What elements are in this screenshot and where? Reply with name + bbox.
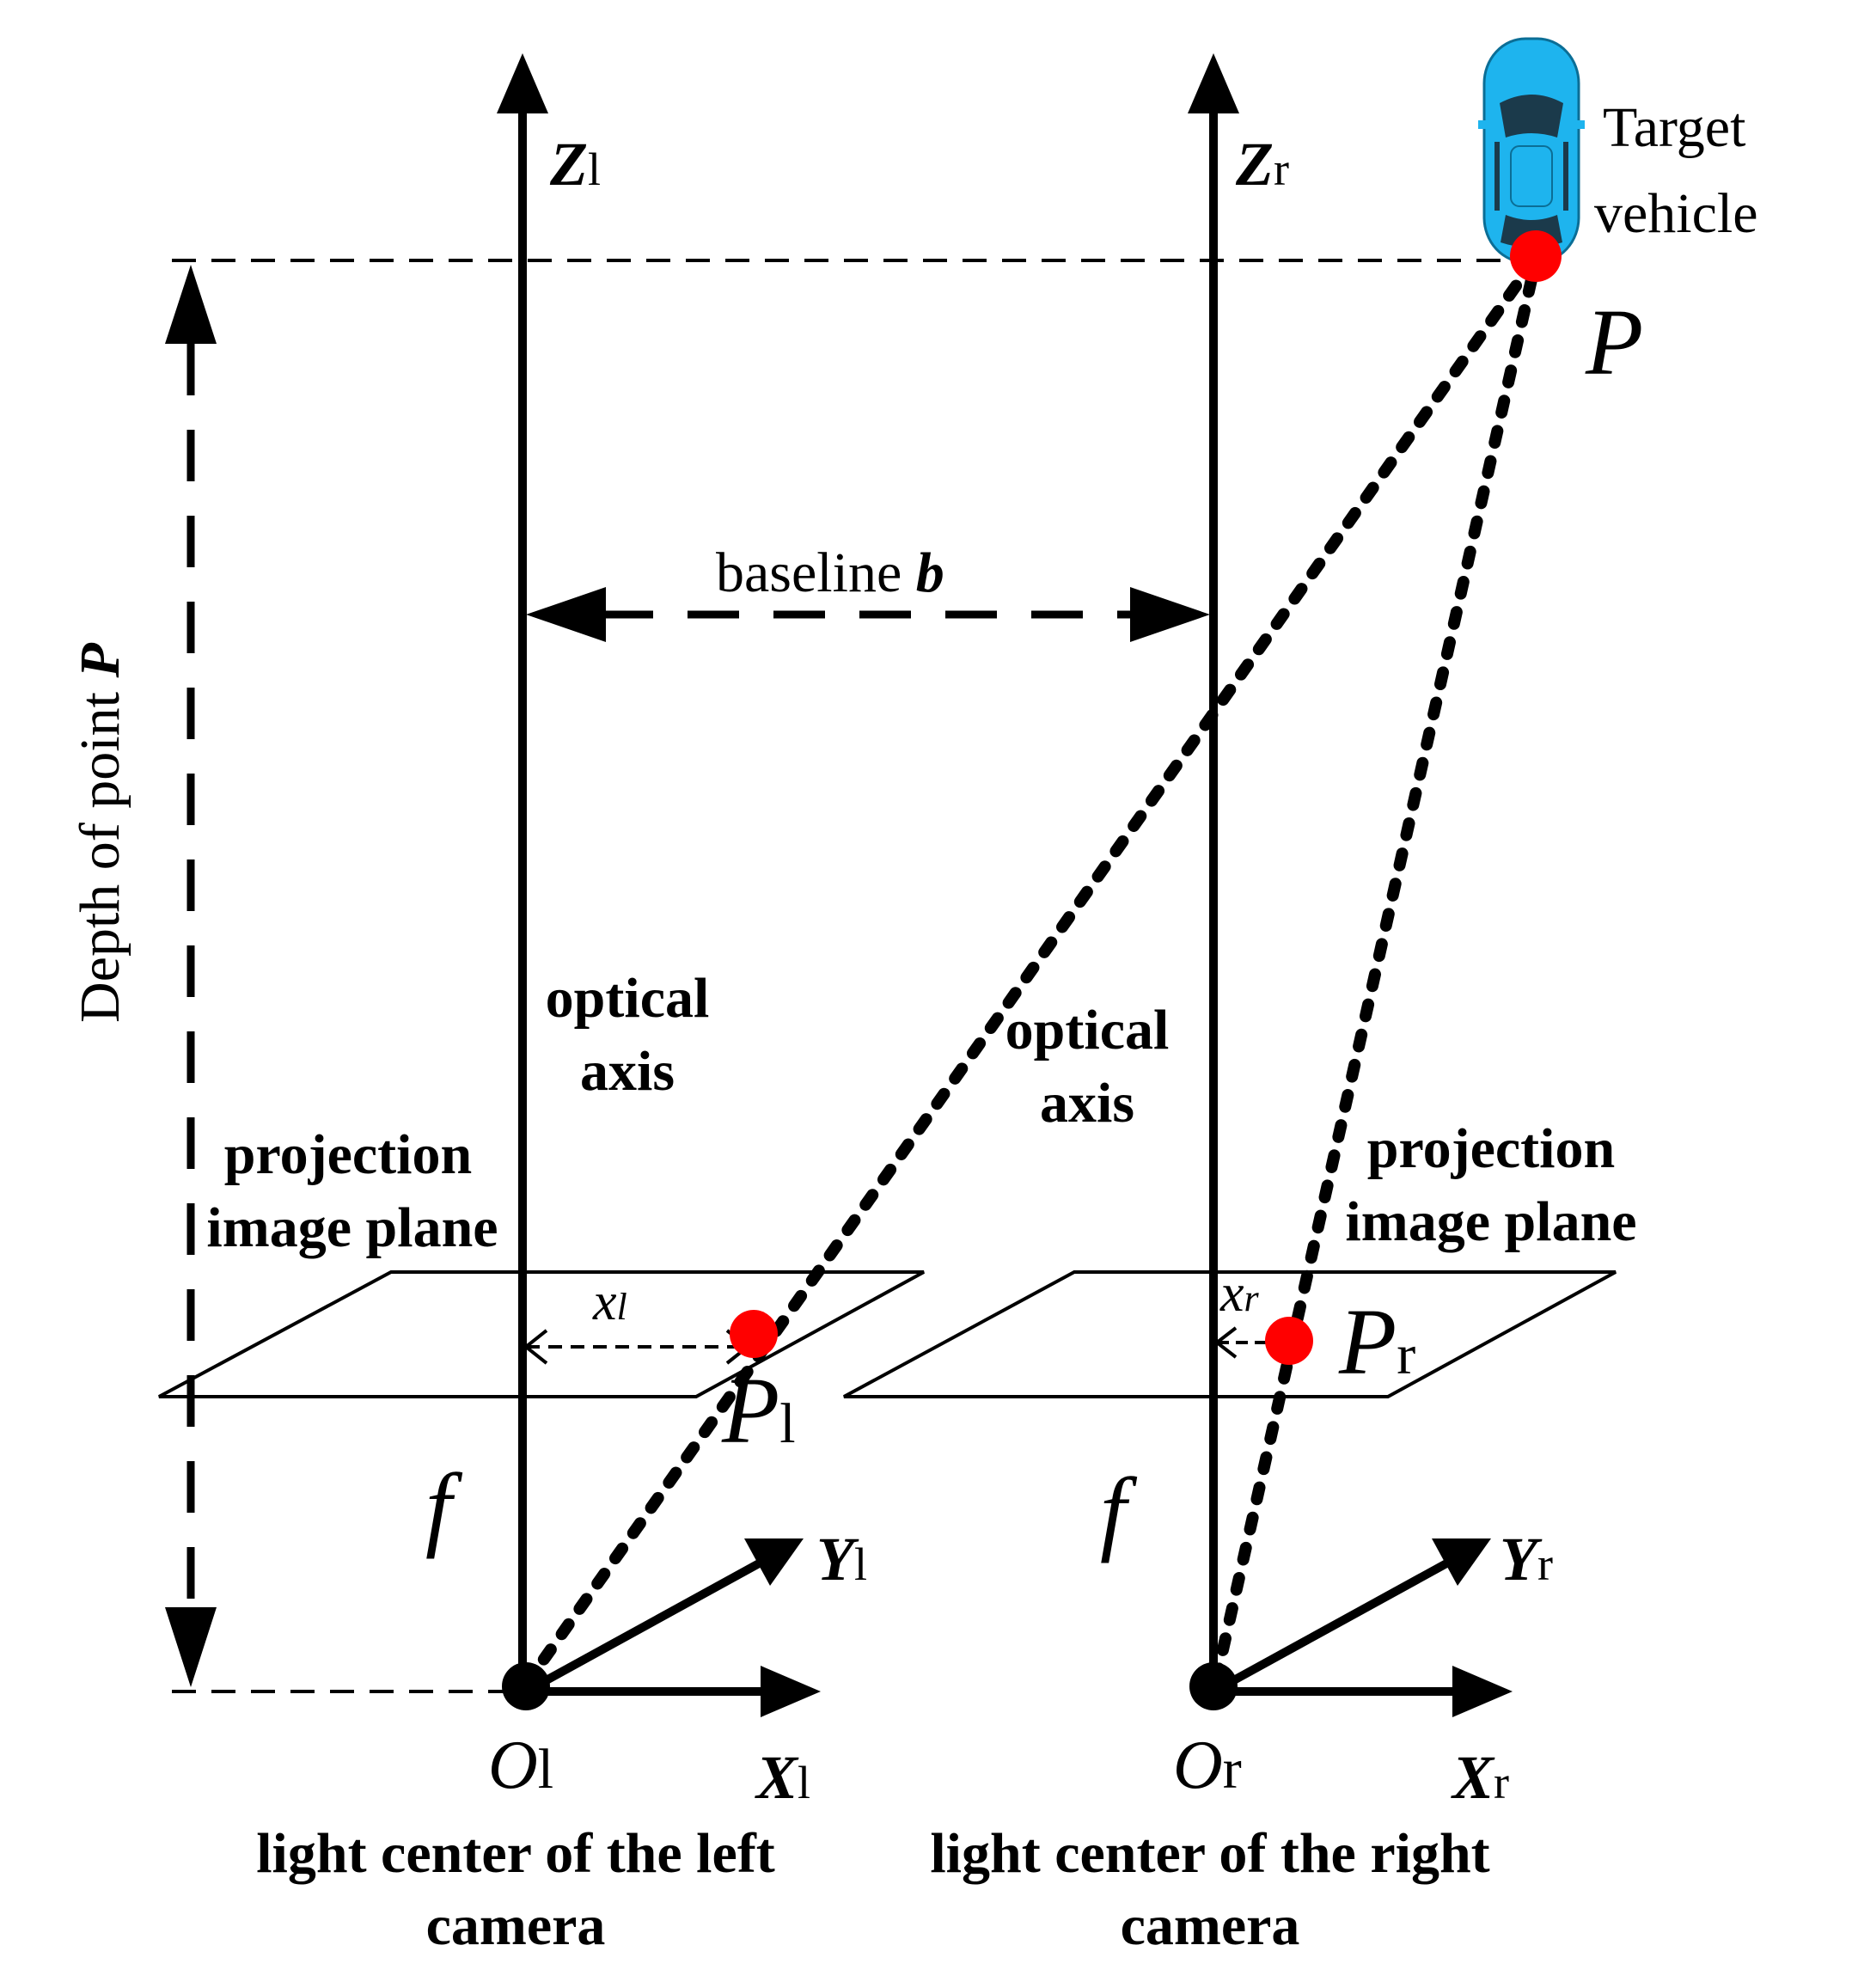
y-left-label: Yl	[816, 1525, 867, 1593]
baseline-label: baseline b	[716, 541, 944, 604]
point-pl-marker	[730, 1310, 778, 1358]
left-x-arrow-head	[761, 1666, 821, 1717]
proj-left-1: projection	[224, 1123, 472, 1186]
point-p-label: P	[1585, 290, 1643, 395]
left-camera-label-2: camera	[426, 1894, 606, 1957]
right-projection-ray	[1210, 262, 1540, 1686]
depth-arrow-head-bottom	[165, 1607, 217, 1687]
proj-right-1: projection	[1367, 1117, 1615, 1180]
baseline-arrow-head-left	[526, 587, 606, 642]
right-optical-center	[1189, 1662, 1238, 1710]
right-y-arrow-head	[1432, 1538, 1491, 1586]
o-right-label: Or	[1173, 1728, 1242, 1803]
right-z-arrow-head	[1188, 53, 1239, 113]
right-camera-label-1: light center of the right	[930, 1822, 1489, 1885]
right-camera-label-2: camera	[1121, 1894, 1300, 1957]
left-optical-center	[502, 1662, 550, 1710]
x-left-small-label: xl	[592, 1273, 627, 1331]
car-top-view-icon	[1478, 37, 1585, 264]
right-projection-plane	[843, 1270, 1617, 1398]
z-left-label: Zl	[549, 130, 601, 199]
baseline-arrow-head-right	[1130, 587, 1210, 642]
point-pr-marker	[1265, 1317, 1313, 1365]
right-x-arrow-head	[1452, 1666, 1513, 1717]
f-right-label: f	[1100, 1459, 1138, 1563]
z-right-label: Zr	[1235, 130, 1289, 199]
proj-left-2: image plane	[206, 1196, 498, 1259]
optical-axis-right-1: optical	[1005, 999, 1170, 1061]
p-left-label: Pl	[721, 1358, 796, 1463]
o-left-label: Ol	[488, 1728, 553, 1803]
x-left-axis-label: Xl	[755, 1743, 810, 1812]
optical-axis-right-2: axis	[1040, 1072, 1134, 1135]
optical-axis-left-2: axis	[580, 1040, 675, 1103]
optical-axis-left-1: optical	[546, 967, 710, 1030]
f-left-label: f	[425, 1454, 463, 1559]
right-y-axis	[1211, 1558, 1451, 1696]
target-label-line2: vehicle	[1594, 182, 1758, 245]
left-x-offset-arrow	[523, 1329, 548, 1365]
left-z-arrow-head	[497, 53, 548, 113]
p-right-label: Pr	[1338, 1289, 1415, 1394]
x-right-axis-label: Xr	[1451, 1743, 1509, 1812]
depth-arrow-head-top	[165, 265, 217, 344]
left-y-arrow-head	[744, 1538, 804, 1586]
left-y-axis	[523, 1558, 763, 1696]
point-p-marker	[1510, 230, 1562, 282]
left-projection-plane	[158, 1270, 925, 1398]
left-projection-ray	[520, 260, 1536, 1691]
proj-right-2: image plane	[1345, 1190, 1636, 1253]
x-right-small-label: xr	[1219, 1264, 1260, 1323]
depth-label: Depth of point P	[69, 643, 131, 1023]
y-right-label: Yr	[1500, 1525, 1553, 1593]
target-label-line1: Target	[1603, 96, 1745, 159]
right-x-offset-arrow	[1213, 1326, 1238, 1359]
left-camera-label-1: light center of the left	[256, 1822, 775, 1885]
